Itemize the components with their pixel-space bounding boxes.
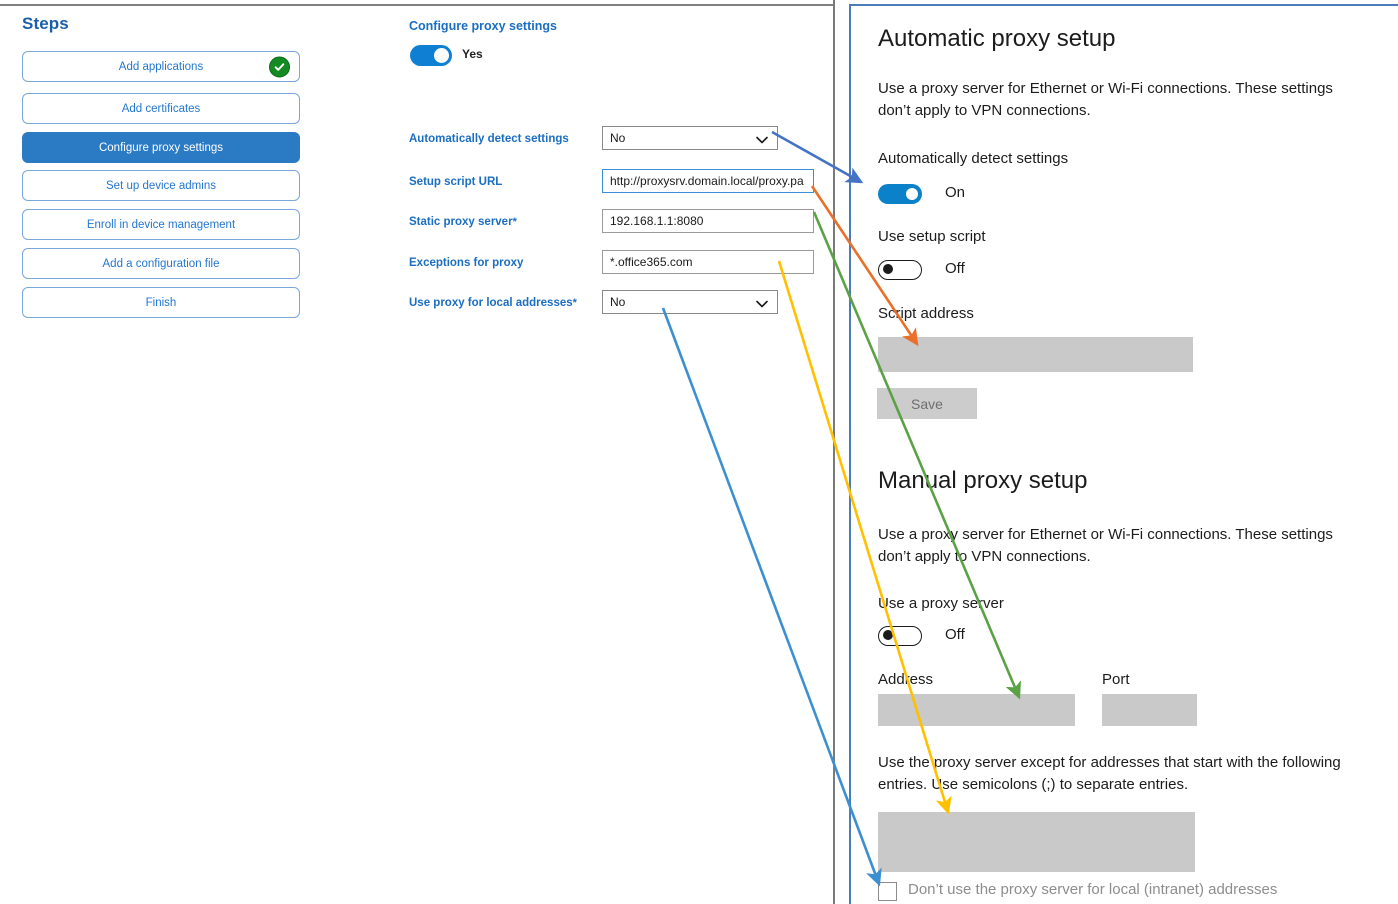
required-marker: * xyxy=(572,297,577,309)
input-static-proxy-server[interactable]: 192.168.1.1:8080 xyxy=(602,209,814,233)
label-setup-script-url: Setup script URL xyxy=(409,176,503,188)
configure-proxy-toggle-state: Yes xyxy=(462,47,483,61)
use-setup-script-label: Use setup script xyxy=(878,228,986,245)
panel-divider xyxy=(833,0,835,904)
step-item-configure-proxy-settings[interactable]: Configure proxy settings xyxy=(22,132,300,163)
step-label: Configure proxy settings xyxy=(98,141,223,154)
bypass-local-addresses-checkbox[interactable] xyxy=(878,882,897,901)
step-label: Enroll in device management xyxy=(86,218,236,231)
step-item-add-a-configuration-file[interactable]: Add a configuration file xyxy=(22,248,300,279)
toggle-knob xyxy=(906,188,918,200)
auto-detect-settings-toggle-state: On xyxy=(945,184,966,201)
automatic-proxy-setup-description: Use a proxy server for Ethernet or Wi-Fi… xyxy=(878,80,1333,119)
toggle-knob xyxy=(883,630,893,640)
select-use-proxy-for-local-addresses[interactable]: No xyxy=(602,290,778,314)
check-circle-icon xyxy=(269,56,290,77)
input-setup-script-url[interactable]: http://proxysrv.domain.local/proxy.pa xyxy=(602,169,814,193)
auto-detect-settings-label: Automatically detect settings xyxy=(878,150,1069,167)
proxy-exceptions-description: Use the proxy server except for addresse… xyxy=(878,754,1341,793)
address-label: Address xyxy=(878,671,934,688)
automatic-proxy-setup-heading: Automatic proxy setup xyxy=(878,25,1116,52)
step-item-enroll-in-device-management[interactable]: Enroll in device management xyxy=(22,209,300,240)
required-marker: * xyxy=(512,216,517,228)
auto-detect-settings-toggle[interactable] xyxy=(878,184,922,204)
steps-panel: Steps Add applications Add certificates … xyxy=(0,6,325,326)
use-a-proxy-server-toggle-state: Off xyxy=(945,626,965,643)
proxy-form-panel: Configure proxy settings Yes Automatical… xyxy=(409,19,814,314)
use-setup-script-toggle-state: Off xyxy=(945,260,965,277)
step-label: Add certificates xyxy=(121,102,201,115)
input-exceptions-for-proxy[interactable]: *.office365.com xyxy=(602,250,814,274)
manual-proxy-setup-description: Use a proxy server for Ethernet or Wi-Fi… xyxy=(878,526,1333,565)
toggle-knob xyxy=(434,48,449,63)
label-exceptions-for-proxy: Exceptions for proxy xyxy=(409,257,524,269)
label-use-proxy-for-local-addresses: Use proxy for local addresses* xyxy=(409,297,577,309)
steps-title: Steps xyxy=(22,14,69,33)
step-label: Set up device admins xyxy=(106,179,216,192)
save-button[interactable]: Save xyxy=(877,388,977,419)
use-a-proxy-server-label: Use a proxy server xyxy=(878,595,1004,612)
script-address-label: Script address xyxy=(878,305,974,322)
port-input[interactable] xyxy=(1102,694,1197,726)
port-label: Port xyxy=(1102,671,1130,688)
top-divider xyxy=(0,4,834,6)
step-label: Finish xyxy=(145,296,177,309)
address-input[interactable] xyxy=(878,694,1075,726)
toggle-knob xyxy=(883,264,893,274)
step-item-set-up-device-admins[interactable]: Set up device admins xyxy=(22,170,300,201)
step-item-add-certificates[interactable]: Add certificates xyxy=(22,93,300,124)
step-item-finish[interactable]: Finish xyxy=(22,287,300,318)
script-address-input[interactable] xyxy=(878,337,1193,372)
chevron-down-icon xyxy=(755,132,769,154)
step-label: Add applications xyxy=(118,60,204,73)
select-value: No xyxy=(610,131,626,145)
manual-proxy-setup-heading: Manual proxy setup xyxy=(878,467,1088,494)
step-label: Add a configuration file xyxy=(102,257,220,270)
use-a-proxy-server-toggle[interactable] xyxy=(878,626,922,646)
chevron-down-icon xyxy=(755,296,769,318)
label-automatically-detect-settings: Automatically detect settings xyxy=(409,133,569,145)
label-text: Static proxy server xyxy=(409,216,513,228)
proxy-exceptions-input[interactable] xyxy=(878,812,1195,872)
windows-proxy-settings-panel: Automatic proxy setup Use a proxy server… xyxy=(849,4,1398,904)
configure-proxy-toggle[interactable] xyxy=(410,45,452,66)
select-automatically-detect-settings[interactable]: No xyxy=(602,126,778,150)
use-setup-script-toggle[interactable] xyxy=(878,260,922,280)
step-item-add-applications[interactable]: Add applications xyxy=(22,51,300,82)
bypass-local-addresses-label: Don’t use the proxy server for local (in… xyxy=(908,881,1278,898)
form-heading: Configure proxy settings xyxy=(409,19,557,33)
select-value: No xyxy=(610,295,626,309)
label-text: Use proxy for local addresses xyxy=(409,297,573,309)
label-static-proxy-server: Static proxy server* xyxy=(409,216,517,228)
